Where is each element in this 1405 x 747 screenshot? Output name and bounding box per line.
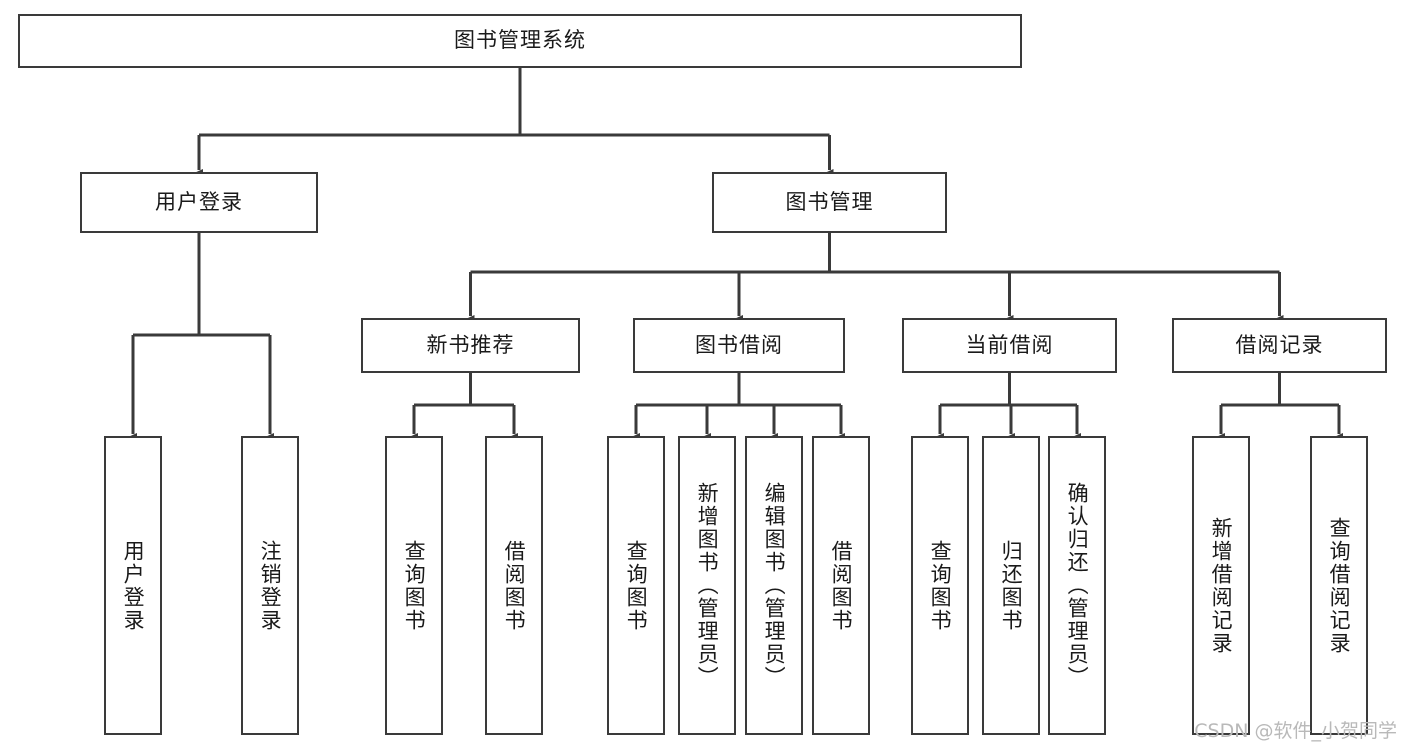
node-label: 借阅图书 xyxy=(502,539,527,632)
node-label: 归还图书 xyxy=(999,539,1024,632)
node-n_query[interactable]: 查询图书 xyxy=(385,436,443,735)
node-label: 新增图书（管理员） xyxy=(695,482,720,689)
node-bookmgmt[interactable]: 图书管理 xyxy=(712,172,947,233)
node-l_logout[interactable]: 注销登录 xyxy=(241,436,299,735)
node-label: 查询图书 xyxy=(624,539,649,632)
node-login[interactable]: 用户登录 xyxy=(80,172,318,233)
node-label: 查询图书 xyxy=(928,539,953,632)
node-r_add[interactable]: 新增借阅记录 xyxy=(1192,436,1250,735)
node-r_query[interactable]: 查询借阅记录 xyxy=(1310,436,1368,735)
node-label: 用户登录 xyxy=(121,539,146,632)
node-label: 编辑图书（管理员） xyxy=(762,482,787,689)
node-label: 注销登录 xyxy=(258,539,283,632)
node-root[interactable]: 图书管理系统 xyxy=(18,14,1022,68)
node-current[interactable]: 当前借阅 xyxy=(902,318,1117,373)
node-label: 图书借阅 xyxy=(695,332,783,357)
node-label: 新增借阅记录 xyxy=(1209,516,1234,655)
node-label: 当前借阅 xyxy=(965,332,1054,357)
node-b_borrow[interactable]: 借阅图书 xyxy=(812,436,870,735)
node-label: 用户登录 xyxy=(155,189,243,214)
node-label: 图书管理 xyxy=(785,189,874,214)
node-c_return[interactable]: 归还图书 xyxy=(982,436,1040,735)
node-borrow[interactable]: 图书借阅 xyxy=(633,318,845,373)
node-b_add[interactable]: 新增图书（管理员） xyxy=(678,436,736,735)
node-records[interactable]: 借阅记录 xyxy=(1172,318,1387,373)
node-label: 新书推荐 xyxy=(426,332,515,357)
node-label: 借阅图书 xyxy=(829,539,854,632)
node-l_login[interactable]: 用户登录 xyxy=(104,436,162,735)
node-c_confirm[interactable]: 确认归还（管理员） xyxy=(1048,436,1106,735)
node-label: 查询借阅记录 xyxy=(1327,516,1352,655)
watermark-label: CSDN @软件_小贺同学 xyxy=(1194,720,1397,742)
node-label: 图书管理系统 xyxy=(454,28,586,53)
node-n_borrow[interactable]: 借阅图书 xyxy=(485,436,543,735)
node-label: 查询图书 xyxy=(402,539,427,632)
node-label: 借阅记录 xyxy=(1235,332,1324,357)
node-b_query[interactable]: 查询图书 xyxy=(607,436,665,735)
node-newbooks[interactable]: 新书推荐 xyxy=(361,318,580,373)
node-label: 确认归还（管理员） xyxy=(1065,482,1090,689)
node-c_query[interactable]: 查询图书 xyxy=(911,436,969,735)
node-b_edit[interactable]: 编辑图书（管理员） xyxy=(745,436,803,735)
